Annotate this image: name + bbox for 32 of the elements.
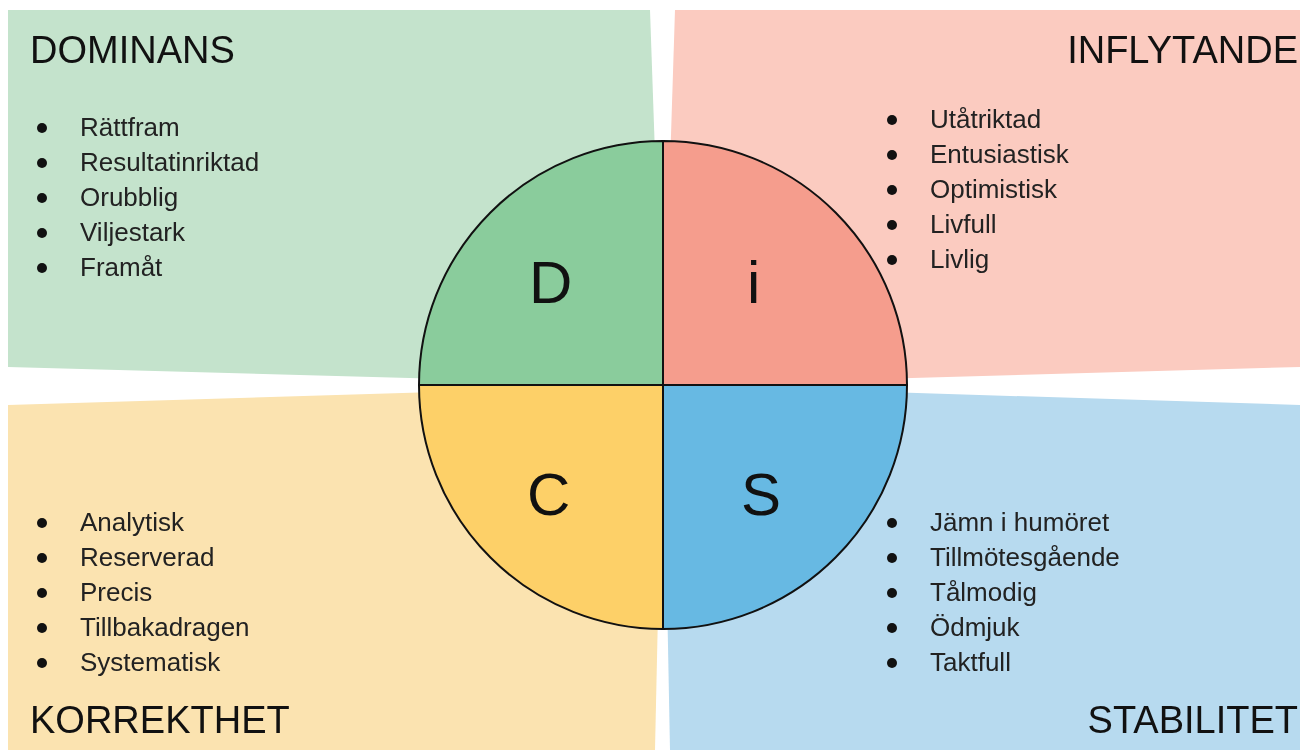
list-item: Tillmötesgående xyxy=(930,541,1120,574)
list-item: Orubblig xyxy=(80,181,179,214)
quadrant-panel xyxy=(8,10,663,385)
quadrant-letter: S xyxy=(741,465,782,525)
quadrant-letter: C xyxy=(527,465,571,525)
list-item: Optimistisk xyxy=(930,173,1058,206)
list-item: Rättfram xyxy=(80,111,180,144)
section-heading: DOMINANS xyxy=(30,28,235,72)
quadrant-panel xyxy=(663,10,1300,385)
quadrant-letter: D xyxy=(529,253,573,313)
quadrant-panel xyxy=(8,385,663,750)
section-heading: KORREKTHET xyxy=(30,698,290,742)
list-item: Taktfull xyxy=(930,646,1011,679)
list-item: Tillbakadragen xyxy=(80,611,250,644)
list-item: Viljestark xyxy=(80,216,185,249)
list-item: Livfull xyxy=(930,208,997,241)
list-item: Analytisk xyxy=(80,506,185,539)
list-item: Resultatinriktad xyxy=(80,146,260,179)
list-item: Framåt xyxy=(80,251,163,284)
quadrant-panel xyxy=(663,385,1300,750)
list-item: Ödmjuk xyxy=(930,611,1020,644)
list-item: Jämn i humöret xyxy=(930,506,1110,539)
list-item: Reserverad xyxy=(80,541,215,574)
section-heading: STABILITET xyxy=(1087,698,1298,742)
list-item: Systematisk xyxy=(80,646,221,679)
list-item: Precis xyxy=(80,576,153,609)
list-item: Livlig xyxy=(930,243,990,276)
quadrant-letter: i xyxy=(747,253,761,313)
section-heading: INFLYTANDE xyxy=(1067,28,1298,72)
list-item: Entusiastisk xyxy=(930,138,1069,171)
list-item: Tålmodig xyxy=(930,576,1037,609)
list-item: Utåtriktad xyxy=(930,103,1042,136)
